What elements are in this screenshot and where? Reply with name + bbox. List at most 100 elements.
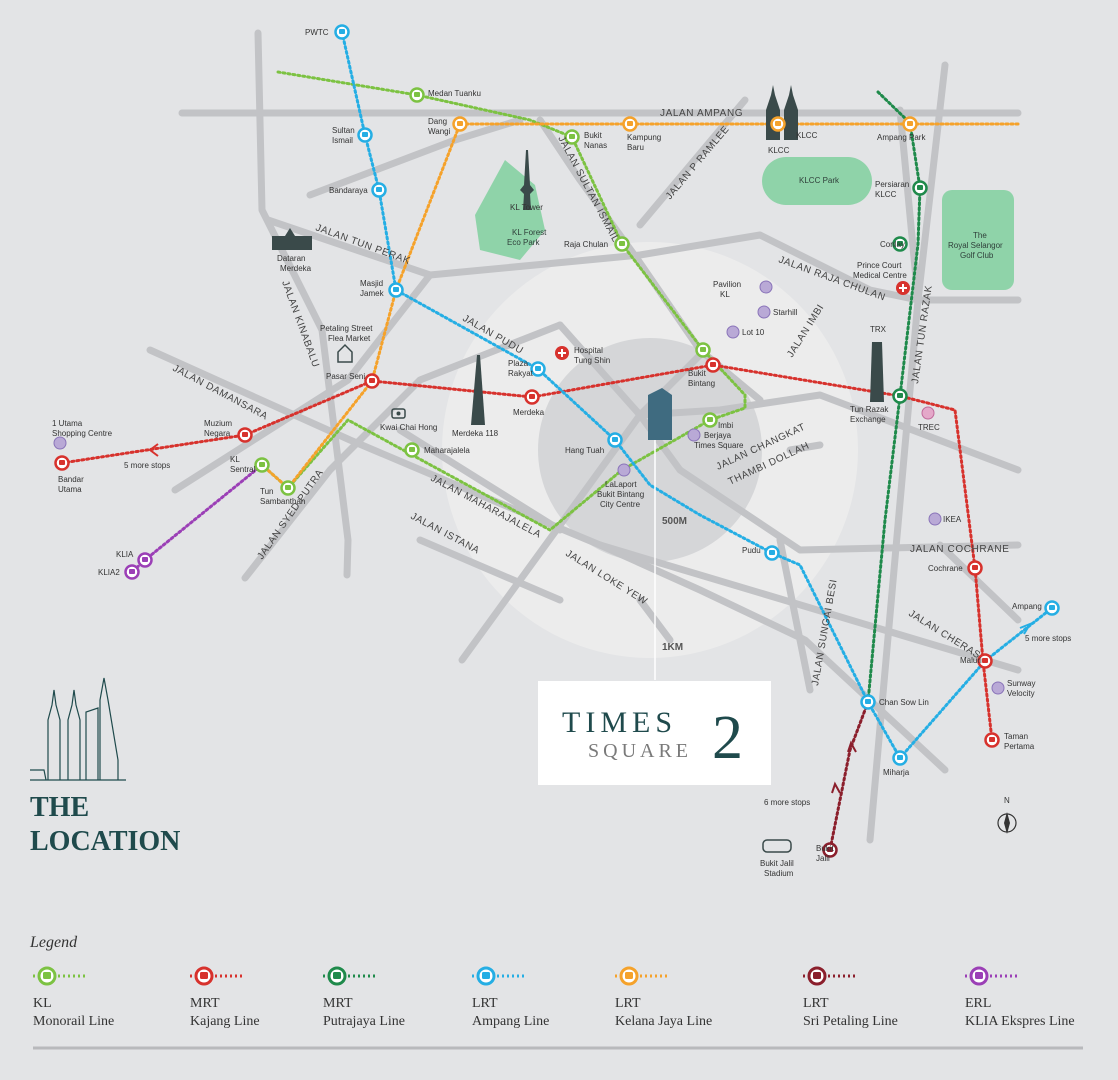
label-kl-tower: KL Tower [510, 203, 543, 212]
train-icon [339, 29, 345, 34]
station-label-muzium-negara: Muzium [204, 419, 232, 428]
heading-line-1: THE [30, 792, 89, 823]
station-label-miharja: Miharja [883, 768, 910, 777]
brand-box: TIMES SQUARE 2 [538, 681, 771, 785]
station-label-bandar-utama: Bandar [58, 475, 84, 484]
road-jalan-tun-perak: JALAN TUN PERAK [314, 222, 412, 267]
merdeka118-icon [471, 355, 485, 425]
station-label-persiaran-klcc: Persiaran [875, 180, 909, 189]
station-label-tun-sambanthan: Tun [260, 487, 274, 496]
legend-label: MRT [190, 996, 220, 1011]
station-label-tun-razak-exchange: Tun Razak [850, 405, 889, 414]
train-icon [907, 121, 913, 126]
brand-square: SQUARE [588, 740, 692, 762]
station-label-bukit-nanas: Nanas [584, 141, 607, 150]
label-dataran-1: Dataran [277, 254, 305, 263]
station-label-klia2: KLIA2 [98, 568, 120, 577]
ampang-line [340, 30, 1054, 761]
label-lalaport-2: Bukit Bintang [597, 490, 644, 499]
station-label-klia: KLIA [116, 550, 134, 559]
kajang-line [60, 363, 994, 742]
landmark-labels: KL Tower Dataran Merdeka Petaling Street… [52, 146, 1035, 878]
golf-label-1: The [973, 231, 987, 240]
direction-arrows [148, 443, 1033, 794]
kl-forest-label-2: Eco Park [507, 238, 540, 247]
kl-forest-label-1: KL Forest [512, 228, 547, 237]
station-label-maluri: Maluri [960, 656, 982, 665]
label-starhill: Starhill [773, 308, 798, 317]
kelana-line [260, 122, 1020, 491]
label-prince-court-2: Medical Centre [853, 271, 907, 280]
klcc-park [762, 157, 872, 205]
station-label-maharajalela: Maharajalela [424, 446, 470, 455]
golf-club-park [942, 190, 1014, 290]
station-label-pasar-seni: Pasar Seni [326, 372, 365, 381]
train-icon [200, 972, 208, 979]
dataran-merdeka-icon [272, 228, 312, 250]
train-icon [619, 241, 625, 246]
compass-label: N [1004, 796, 1010, 805]
station-label-ampang: Ampang [1012, 602, 1042, 611]
station-label-muzium-negara: Negara [204, 429, 231, 438]
train-icon [129, 569, 135, 574]
label-sunway-1: Sunway [1007, 679, 1035, 688]
train-icon [43, 972, 51, 979]
station-label-dang-wangi: Wangi [428, 127, 451, 136]
train-icon [989, 737, 995, 742]
stadium-icon [762, 839, 792, 853]
label-lot10: Lot 10 [742, 328, 765, 337]
label-ampang-more-stops: 5 more stops [1025, 634, 1071, 643]
station-label-pwtc: PWTC [305, 28, 329, 37]
label-dataran-2: Merdeka [280, 264, 312, 273]
train-icon [376, 187, 382, 192]
label-petaling-1: Petaling Street [320, 324, 373, 333]
station-label-bukit-jalil: Jalil [816, 854, 830, 863]
station-label-bukit-jalil: Bukit [816, 844, 835, 853]
ikea-bag-icon [928, 512, 942, 526]
lot10-bag-icon [726, 325, 740, 339]
legend-label: ERL [965, 996, 991, 1011]
utama-bag-icon [53, 436, 67, 450]
brand-times: TIMES [562, 706, 677, 739]
station-markers: PWTCSultanIsmailBandarayaMasjidJamekPlaz… [54, 24, 1060, 863]
train-icon [975, 972, 983, 979]
train-icon [707, 417, 713, 422]
label-utama-2: Shopping Centre [52, 429, 113, 438]
train-icon [242, 432, 248, 437]
label-stadium-1: Bukit Jalil [760, 859, 794, 868]
label-trx: TRX [870, 325, 887, 334]
station-label-kampung-baru: Baru [627, 143, 644, 152]
label-kajang-more-stops: 5 more stops [124, 461, 170, 470]
label-tung-shin-1: Hospital [574, 346, 603, 355]
station-label-conlay: Conlay [880, 240, 905, 249]
legend-label: LRT [472, 996, 498, 1011]
train-icon [897, 755, 903, 760]
label-klcc-towers: KLCC [768, 146, 790, 155]
train-icon [897, 393, 903, 398]
train-icon [625, 972, 633, 979]
legend-label: LRT [803, 996, 829, 1011]
station-label-bukit-bintang-mono: Bintang [688, 379, 715, 388]
label-petaling-2: Flea Market [328, 334, 371, 343]
distance-1km: 1KM [662, 642, 683, 653]
radius-500m-ring [538, 338, 762, 562]
station-label-raja-chulan: Raja Chulan [564, 240, 608, 249]
trec-icon [921, 406, 935, 420]
lalaport-bag-icon [617, 463, 631, 477]
station-label-bukit-bintang-mono: Bukit [688, 369, 707, 378]
station-label-cochrane: Cochrane [928, 564, 963, 573]
label-berjaya-2: Times Square [694, 441, 744, 450]
station-label-taman-pertama: Taman [1004, 732, 1028, 741]
station-label-merdeka: Merdeka [513, 408, 545, 417]
train-icon [972, 565, 978, 570]
train-icon [529, 394, 535, 399]
station-label-tun-sambanthan: Sambanthan [260, 497, 305, 506]
trx-tower-icon [870, 342, 884, 402]
compass-icon: N [997, 796, 1017, 834]
camera-icon [391, 408, 406, 419]
label-kwai-chai: Kwai Chai Hong [380, 423, 437, 432]
train-icon [700, 347, 706, 352]
train-icon [369, 378, 375, 383]
